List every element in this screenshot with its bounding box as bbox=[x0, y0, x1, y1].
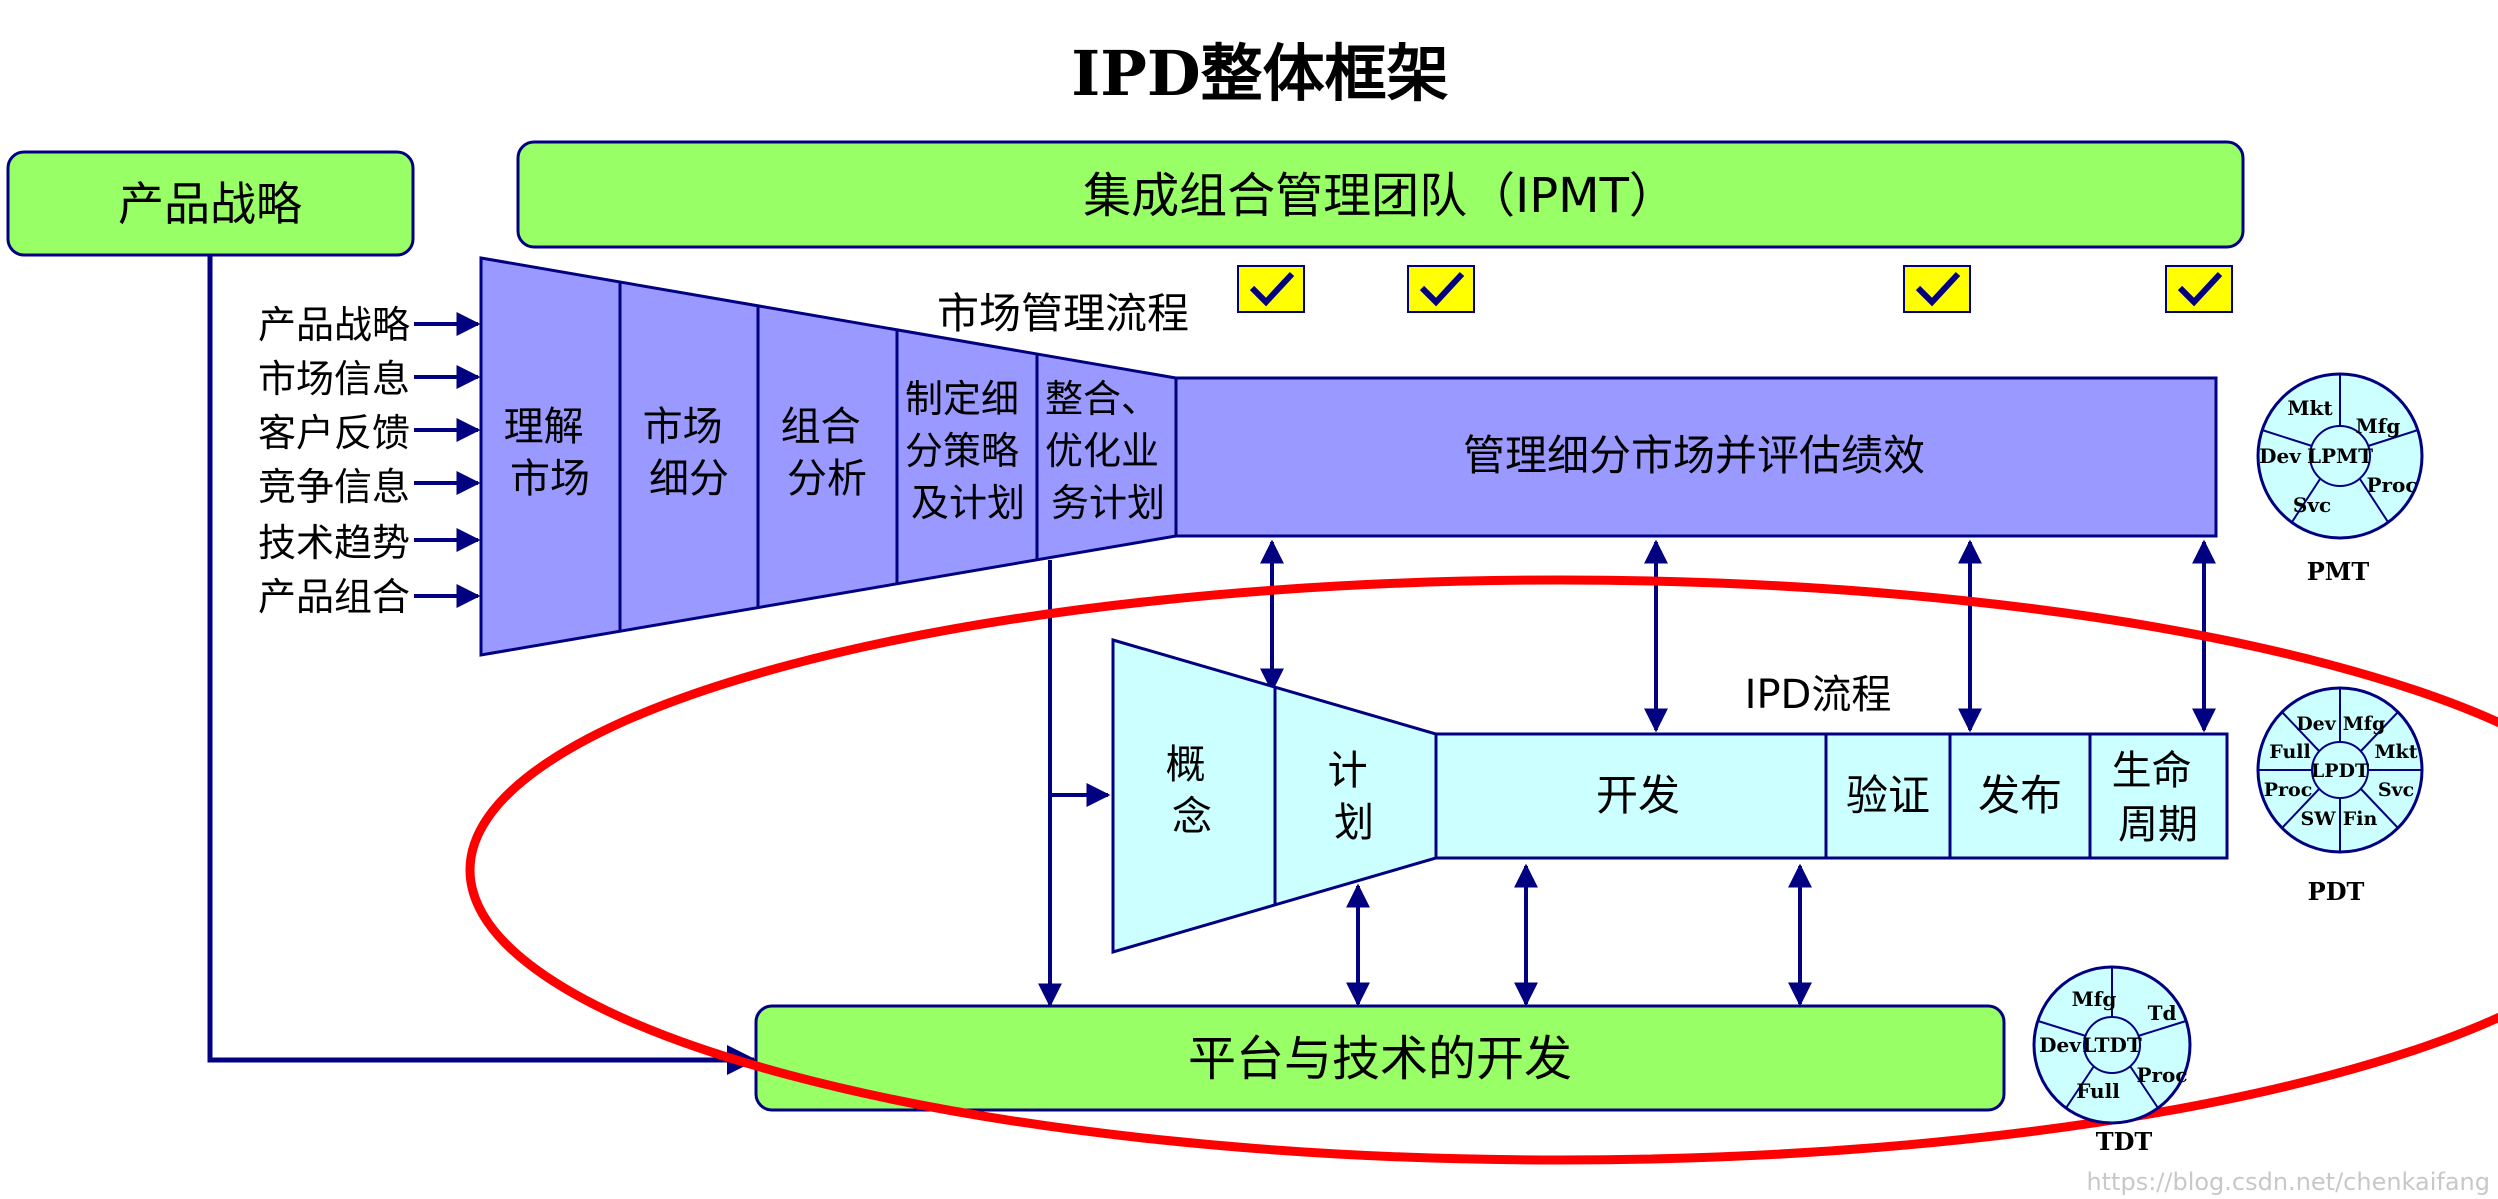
tdt-segment: Full bbox=[2076, 1079, 2120, 1103]
input-label: 市场信息 bbox=[258, 357, 410, 401]
market-funnel: 理解 市场 市场 细分 组合 分析 制定细 分策略 及计划 整合、 优化业 务计… bbox=[479, 256, 1178, 657]
checkmark-row bbox=[1237, 265, 2233, 313]
market-stage: 组合 分析 bbox=[781, 404, 874, 502]
checkmark-box bbox=[2165, 265, 2233, 313]
tdt-segment: Dev bbox=[2039, 1033, 2082, 1057]
ipd-stage: 验证 bbox=[1846, 771, 1930, 820]
manage-segments-label: 管理细分市场并评估绩效 bbox=[1463, 431, 1925, 480]
market-stage: 制定细 分策略 及计划 bbox=[905, 377, 1031, 525]
strategy-to-platform-line bbox=[207, 255, 757, 1075]
pdt-segment: Full bbox=[2269, 741, 2310, 763]
checkmark-box bbox=[1903, 265, 1971, 313]
pmt-segment: Mkt bbox=[2287, 396, 2333, 420]
pdt-segment: Mkt bbox=[2375, 741, 2418, 763]
market-process-label: 市场管理流程 bbox=[937, 289, 1189, 338]
input-label: 产品战略 bbox=[258, 303, 410, 347]
input-label: 竞争信息 bbox=[258, 465, 410, 509]
tdt-segment: Td bbox=[2148, 1001, 2177, 1025]
pmt-label: PMT bbox=[2307, 557, 2370, 586]
ipd-stage: 开发 bbox=[1596, 771, 1680, 820]
tdt-wheel: LTDT Mfg Td Proc Full Dev TDT bbox=[2032, 965, 2192, 1156]
checkmark-box bbox=[1407, 265, 1475, 313]
pmt-segment: Proc bbox=[2366, 473, 2417, 497]
ipd-funnel: 概 念 计 划 开发 验证 发布 生命 周期 bbox=[1111, 638, 2229, 954]
tdt-segment: Proc bbox=[2136, 1063, 2187, 1087]
input-label: 产品组合 bbox=[258, 575, 410, 619]
market-stage: 理解 市场 bbox=[504, 404, 597, 502]
tdt-center: LTDT bbox=[2082, 1033, 2142, 1057]
input-label: 技术趋势 bbox=[258, 521, 410, 565]
ipmt-box: 集成组合管理团队（IPMT） bbox=[516, 140, 2245, 249]
input-list: 产品战略 市场信息 客户反馈 竞争信息 技术趋势 产品组合 bbox=[258, 303, 481, 619]
tdt-label: TDT bbox=[2096, 1127, 2153, 1156]
pdt-segment: Proc bbox=[2264, 779, 2313, 801]
pmt-segment: Dev bbox=[2259, 444, 2302, 468]
pmt-center: LPMT bbox=[2307, 444, 2373, 468]
highlight-ellipse bbox=[465, 575, 2498, 1165]
platform-label: 平台与技术的开发 bbox=[1188, 1031, 1572, 1087]
ipmt-label: 集成组合管理团队（IPMT） bbox=[1083, 168, 1677, 224]
pmt-wheel: LPMT Mkt Mfg Proc Svc Dev PMT bbox=[2256, 372, 2424, 586]
pmt-segment: Svc bbox=[2293, 493, 2331, 517]
tdt-segment: Mfg bbox=[2072, 987, 2117, 1011]
watermark: https://blog.csdn.net/chenkaifang bbox=[2086, 1168, 2490, 1196]
input-label: 客户反馈 bbox=[258, 411, 410, 455]
pdt-segment: Svc bbox=[2378, 779, 2414, 801]
pmt-segment: Mfg bbox=[2356, 414, 2401, 438]
ipd-stage: 生命 周期 bbox=[2112, 748, 2205, 848]
pdt-segment: Mfg bbox=[2343, 713, 2386, 735]
market-stage: 市场 细分 bbox=[643, 404, 736, 502]
product-strategy-label: 产品战略 bbox=[118, 177, 302, 231]
manage-segments-bar: 管理细分市场并评估绩效 bbox=[1174, 376, 2218, 538]
product-strategy-box: 产品战略 bbox=[6, 150, 415, 257]
pdt-segment: Fin bbox=[2343, 808, 2378, 830]
pdt-wheel: LPDT Dev Mfg Mkt Svc Fin SW Proc Full PD… bbox=[2256, 686, 2424, 906]
pdt-segment: SW bbox=[2300, 808, 2336, 830]
pdt-segment: Dev bbox=[2296, 713, 2337, 735]
platform-box: 平台与技术的开发 bbox=[754, 1004, 2006, 1112]
market-stage: 整合、 优化业 务计划 bbox=[1045, 377, 1171, 525]
pdt-center: LPDT bbox=[2311, 760, 2369, 782]
ipd-stage: 计 划 bbox=[1328, 748, 1381, 846]
pdt-label: PDT bbox=[2308, 877, 2365, 906]
checkmark-box bbox=[1237, 265, 1305, 313]
page-title: IPD整体框架 bbox=[1071, 37, 1448, 110]
ipd-stage: 发布 bbox=[1978, 771, 2062, 820]
ipd-process-label: IPD流程 bbox=[1745, 672, 1892, 718]
ipd-stage: 概 念 bbox=[1166, 742, 1219, 840]
